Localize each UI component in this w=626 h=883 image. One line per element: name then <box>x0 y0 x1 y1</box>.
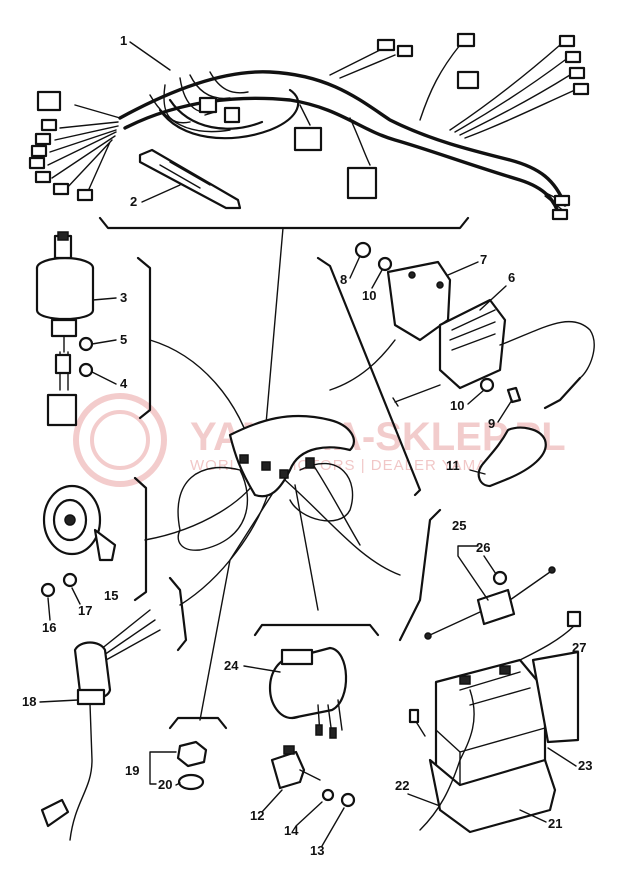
callout-18: 18 <box>22 694 36 709</box>
callout-17: 17 <box>78 603 92 618</box>
fuse-holder <box>398 508 556 642</box>
relay <box>253 623 380 739</box>
band-clamp <box>138 148 242 210</box>
callout-1: 1 <box>120 33 127 48</box>
callout-10a: 10 <box>362 288 376 303</box>
callout-8: 8 <box>340 272 347 287</box>
callout-7: 7 <box>480 252 487 267</box>
callout-9: 9 <box>488 416 495 431</box>
callout-16: 16 <box>42 620 56 635</box>
callout-4: 4 <box>120 376 128 391</box>
callout-6: 6 <box>508 270 515 285</box>
callout-12: 12 <box>250 808 264 823</box>
flasher-relay <box>270 745 356 808</box>
wire-harness <box>28 32 590 221</box>
callout-15: 15 <box>104 588 118 603</box>
main-switch <box>35 231 152 427</box>
callout-21: 21 <box>548 816 562 831</box>
callout-25: 25 <box>452 518 466 533</box>
callout-19: 19 <box>125 763 139 778</box>
callout-26: 26 <box>476 540 490 555</box>
callout-13: 13 <box>310 843 324 858</box>
callout-22: 22 <box>395 778 409 793</box>
callout-24: 24 <box>224 658 239 673</box>
callout-23: 23 <box>578 758 592 773</box>
harness-bracket <box>98 216 470 230</box>
callout-3: 3 <box>120 290 127 305</box>
callout-14: 14 <box>284 823 299 838</box>
neutral-switch <box>40 576 188 841</box>
rectifier-regulator <box>316 241 595 497</box>
watermark-logo <box>73 393 167 487</box>
callout-20: 20 <box>158 777 172 792</box>
horn <box>40 476 148 602</box>
main-switch-bracket <box>136 256 152 420</box>
routing-lines <box>144 339 401 721</box>
callout-10b: 10 <box>450 398 464 413</box>
callout-labels: 1 2 3 4 5 6 7 8 9 10 10 11 12 13 14 15 1… <box>22 33 592 858</box>
callout-2: 2 <box>130 194 137 209</box>
callout-5: 5 <box>120 332 127 347</box>
bolt-and-nut <box>149 716 228 791</box>
callout-27: 27 <box>572 640 586 655</box>
battery <box>408 610 582 834</box>
callout-11: 11 <box>446 458 460 473</box>
horn-bracket <box>133 476 148 602</box>
rubber-cap <box>469 426 547 488</box>
